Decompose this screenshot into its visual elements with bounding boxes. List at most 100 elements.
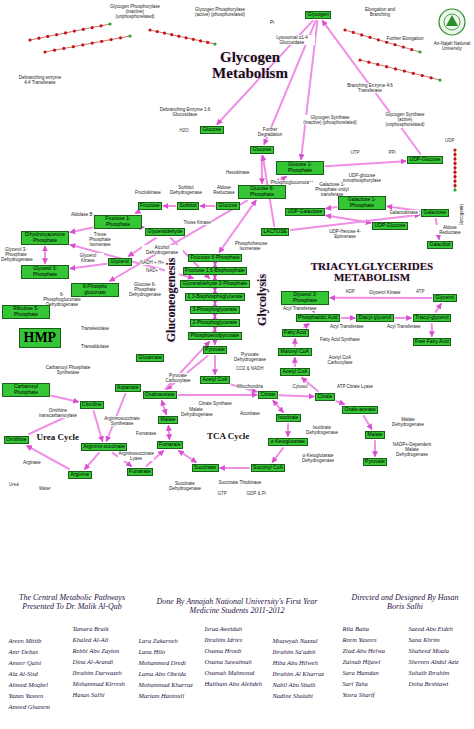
metabolite-box: Arginine bbox=[68, 471, 92, 480]
node-text: Glycerol 3-Phosphate bbox=[24, 266, 67, 278]
node-text: Oxalo-acetate bbox=[345, 407, 376, 413]
glucose-dot bbox=[91, 42, 94, 45]
metabolite-box: α-Ketoglutarate bbox=[268, 438, 308, 447]
metabolite-box: 2-Phosphoglycerate bbox=[190, 319, 240, 328]
enzyme-label: Galactokinase bbox=[389, 210, 419, 215]
credit-heading: The Central Metabolic Pathways Presented… bbox=[7, 593, 138, 611]
glucose-dot bbox=[453, 184, 456, 187]
enzyme-label: Elongation and Branching bbox=[355, 7, 406, 17]
glycogen-chain bbox=[30, 24, 110, 40]
enzyme-label: ATP Citrate Lyase bbox=[337, 384, 374, 389]
glucose-dot bbox=[376, 63, 379, 66]
credit-name: Shereen Abdul Aziz bbox=[408, 658, 459, 665]
glucose-dot bbox=[53, 49, 56, 52]
glucose-dot bbox=[403, 70, 406, 73]
credit-name: Yazan Yaseen bbox=[8, 692, 44, 699]
metabolite-box: Ornithine bbox=[4, 436, 29, 445]
pathway-arrow bbox=[342, 317, 355, 319]
enzyme-label: Pi bbox=[270, 20, 275, 25]
enzyme-label: Fumarase bbox=[136, 431, 157, 436]
enzyme-label: Argininosuccinate Synthetase bbox=[103, 416, 142, 426]
enzyme-label: Pyruvate Carboxylase bbox=[160, 373, 196, 383]
glucose-dot bbox=[385, 65, 388, 68]
node-text: Glycogen bbox=[308, 12, 329, 18]
node-text: 2-Phosphoglycerate bbox=[193, 320, 237, 326]
node-text: Ribulose 5-Phosphate bbox=[5, 306, 48, 318]
glucose-dot bbox=[73, 30, 76, 33]
pathway-arrow bbox=[94, 411, 103, 441]
glucose-dot bbox=[110, 38, 113, 41]
node-text: Malate bbox=[368, 432, 383, 438]
pathway-title: Gluconeogenesis bbox=[165, 257, 179, 343]
metabolite-box: Glucose bbox=[200, 126, 224, 135]
pathway-arrow bbox=[44, 247, 46, 263]
enzyme-label: Phosphohexose Isomerase bbox=[235, 241, 266, 251]
pathway-arrow bbox=[273, 401, 283, 412]
node-text: Fumarate bbox=[129, 469, 150, 475]
pathway-arrow bbox=[294, 358, 296, 366]
glucose-dot bbox=[43, 50, 46, 53]
glucose-dot bbox=[453, 148, 456, 151]
metabolite-box: Glutamate bbox=[136, 354, 164, 363]
side-label: Glycogenin bbox=[459, 203, 464, 227]
node-text: Phosphatidic Acid bbox=[298, 315, 337, 321]
glucose-dot bbox=[177, 35, 180, 38]
node-text: Arginino-succinate bbox=[84, 444, 125, 450]
node-text: Arginine bbox=[71, 472, 89, 478]
pathway-arrow bbox=[374, 441, 376, 456]
node-text: Fructose 6-Phosphate bbox=[191, 255, 240, 261]
credit-name: Mohammad Kirresh bbox=[72, 680, 125, 687]
glucose-dot bbox=[402, 46, 405, 49]
enzyme-label: Glycerol Kinase bbox=[73, 253, 104, 263]
university-logo bbox=[439, 9, 465, 35]
enzyme-label: Acetyl CoA Carboxylase bbox=[320, 355, 361, 365]
node-text: Citrate bbox=[261, 392, 276, 398]
glucose-dot bbox=[192, 38, 195, 41]
node-text: Glucose bbox=[203, 127, 221, 133]
metabolite-box: Sorbitol bbox=[177, 202, 199, 211]
metabolite-box: Citrulline bbox=[80, 401, 105, 410]
node-text: Glyceraldehyde bbox=[148, 229, 183, 235]
pathway-arrow bbox=[214, 264, 216, 265]
glucose-dot bbox=[148, 28, 151, 31]
metabolite-box: Fructose 1,6-Bisphosphate bbox=[183, 267, 248, 276]
glucose-dot bbox=[170, 33, 173, 36]
node-text: Ornithine bbox=[6, 437, 26, 443]
pathway-arrow bbox=[214, 316, 216, 317]
credit-name: Sari Taha bbox=[342, 680, 368, 687]
glucose-dot bbox=[91, 26, 94, 29]
pathway-arrow bbox=[168, 426, 171, 439]
pathway-arrow bbox=[279, 395, 313, 396]
credit-name: Haitham Abu Alebdeh bbox=[204, 680, 263, 687]
credit-name: Osama Sawalmah bbox=[204, 658, 252, 665]
metabolite-box: Succinyl CoA bbox=[251, 464, 286, 473]
credit-name: Areen Mittib bbox=[8, 637, 42, 644]
glucose-dot bbox=[453, 188, 456, 191]
enzyme-label: Further Degradation bbox=[250, 127, 291, 137]
node-text: Glucose bbox=[219, 203, 237, 209]
pathway-arrow bbox=[201, 205, 215, 207]
node-text: Acetyl CoA bbox=[283, 369, 308, 375]
node-text: Glycerol bbox=[436, 295, 454, 301]
pathway-arrow bbox=[326, 207, 336, 209]
node-text: Succinyl CoA bbox=[253, 465, 283, 471]
enzyme-label: Isocitrate Dehydrogenase bbox=[302, 425, 343, 435]
credit-name: Ziad Abu Helwa bbox=[342, 647, 386, 654]
node-text: Fumarate bbox=[159, 442, 180, 448]
enzyme-label: Debranching Enzyme 1:6 Glucosidase bbox=[157, 107, 213, 117]
glucose-dot bbox=[410, 48, 413, 51]
glucose-dot bbox=[62, 47, 65, 50]
glucose-dot bbox=[394, 67, 397, 70]
node-text: Dihydroxyacetone Phosphate bbox=[24, 232, 67, 244]
glucose-dot bbox=[453, 171, 456, 174]
metabolite-box: Citrate bbox=[315, 393, 335, 402]
node-text: Glycerol 3-Phosphate bbox=[284, 292, 327, 304]
metabolite-box: Carbamoyl Phosphate bbox=[2, 383, 50, 398]
node-text: Galactitol bbox=[430, 242, 451, 248]
glucose-dot bbox=[453, 175, 456, 178]
cofactor-label: NADH + H+ bbox=[140, 260, 165, 265]
credit-name: Osama Hroub bbox=[204, 647, 242, 654]
enzyme-label: Aldolase B bbox=[71, 212, 94, 217]
cycle-title: TCA Cycle bbox=[207, 431, 250, 441]
metabolite-box: Glucose bbox=[250, 146, 274, 155]
